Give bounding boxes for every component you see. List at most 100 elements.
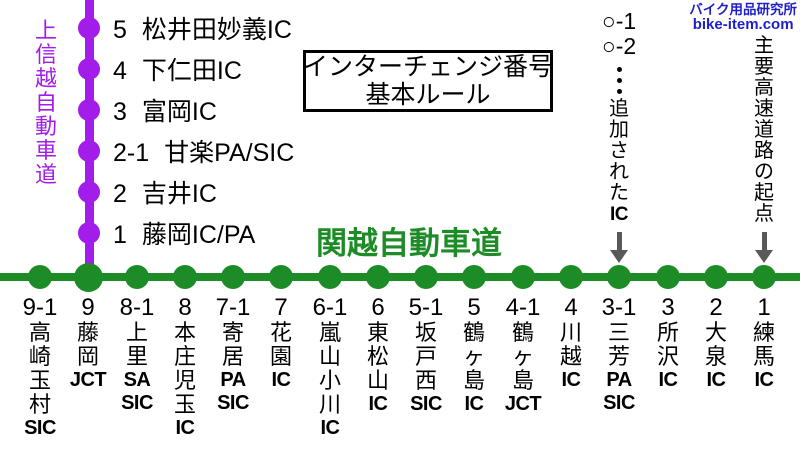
vertical-text-segment: ヶ: [462, 344, 485, 369]
vertical-text-segment: 起: [754, 182, 774, 204]
title-line1: インターチェンジ番号: [303, 53, 554, 81]
annotation: 主要高速道路の起点: [724, 36, 800, 263]
vertical-text-segment: 庄: [173, 344, 196, 369]
vertical-text-segment: IC: [658, 369, 679, 391]
station-dot: [78, 99, 100, 121]
station-dot: [752, 265, 776, 289]
vertical-text-segment: 園: [269, 344, 292, 369]
vertical-text-segment: SIC: [121, 392, 153, 414]
vertical-text-segment: 山: [318, 344, 341, 369]
vertical-text-segment: IC: [706, 369, 727, 391]
vertical-text-segment: 岡: [76, 344, 99, 369]
station-dot: [656, 265, 680, 289]
vertical-text-segment: 要: [754, 56, 774, 78]
vertical-text-segment: SA: [123, 369, 151, 391]
station-dot: [704, 265, 728, 289]
vertical-text-segment: ヶ: [511, 344, 534, 369]
vertical-text-segment: 芳: [607, 344, 630, 369]
station-dot: [78, 17, 100, 39]
vertical-text-segment: 加: [609, 119, 629, 141]
vertical-text-segment: 泉: [704, 344, 727, 369]
vertical-text-segment: 主: [754, 35, 774, 57]
station-dot: [559, 265, 583, 289]
vertical-text-segment: 松: [366, 344, 389, 369]
station-label: 1 藤岡IC/PA: [113, 215, 255, 251]
station-number: 8: [178, 294, 192, 321]
vertical-text-segment: 三: [607, 320, 630, 345]
vertical-text-segment: JCT: [69, 369, 107, 391]
vertical-text-segment: PA: [220, 369, 246, 391]
station-name: 富岡IC: [141, 98, 217, 126]
station-label: 2-1 甘楽PA/SIC: [113, 133, 294, 169]
kanetsu-expressway-line: [0, 273, 800, 281]
branch-station: 5 松井田妙義IC: [78, 13, 292, 44]
vertical-text-segment: 村: [28, 392, 51, 417]
vertical-text-segment: 信: [34, 42, 57, 67]
station-dot: [125, 265, 149, 289]
example-number: ○-2: [601, 33, 637, 59]
station-dot: [73, 262, 103, 292]
station-dot: [78, 222, 100, 244]
station-number: 5: [113, 16, 127, 44]
vertical-text-segment: 児: [173, 368, 196, 393]
vertical-text-segment: IC: [320, 417, 341, 439]
vertical-text-segment: 小: [318, 368, 341, 393]
station-number: 2: [113, 180, 127, 208]
vertical-text-segment: 西: [414, 368, 437, 393]
vertical-text-segment: IC: [754, 369, 775, 391]
station-number: 5-1: [408, 294, 444, 321]
title-line2: 基本ルール: [365, 81, 491, 109]
vertical-text-segment: 坂: [414, 320, 437, 345]
vertical-text-segment: SIC: [24, 417, 56, 439]
vertical-text-segment: 鶴: [462, 320, 485, 345]
station-name: 下仁田IC: [141, 57, 242, 85]
station-number: 1: [757, 294, 771, 321]
vertical-text-segment: 車: [34, 138, 57, 163]
branch-station: 4 下仁田IC: [78, 54, 242, 85]
vertical-text-segment: 本: [173, 320, 196, 345]
station-number: 7: [274, 294, 288, 321]
vertical-text-segment: SIC: [217, 392, 249, 414]
vertical-text-segment: 崎: [28, 344, 51, 369]
title-box: インターチェンジ番号 基本ルール: [303, 50, 553, 112]
vertical-text-segment: SIC: [410, 393, 442, 415]
vertical-text-segment: 越: [34, 66, 57, 91]
station-number: 8-1: [119, 294, 155, 321]
vertical-text-segment: 島: [511, 368, 534, 393]
station-number: 9-1: [22, 294, 58, 321]
vertical-text-segment: 越: [559, 344, 582, 369]
station-number: 4: [113, 57, 127, 85]
vertical-text-segment: 所: [656, 320, 679, 345]
station-dot: [366, 265, 390, 289]
annotation-label: 主要高速道路の起点: [754, 36, 774, 225]
station-label: 3 富岡IC: [113, 92, 217, 128]
vertical-text-segment: 山: [366, 368, 389, 393]
station-name: 松井田妙義IC: [141, 16, 292, 44]
station-dot: [414, 265, 438, 289]
down-arrow-icon: [755, 232, 773, 263]
vertical-text-segment: さ: [609, 140, 629, 162]
vertical-text-segment: 居: [221, 344, 244, 369]
station-dot: [78, 58, 100, 80]
